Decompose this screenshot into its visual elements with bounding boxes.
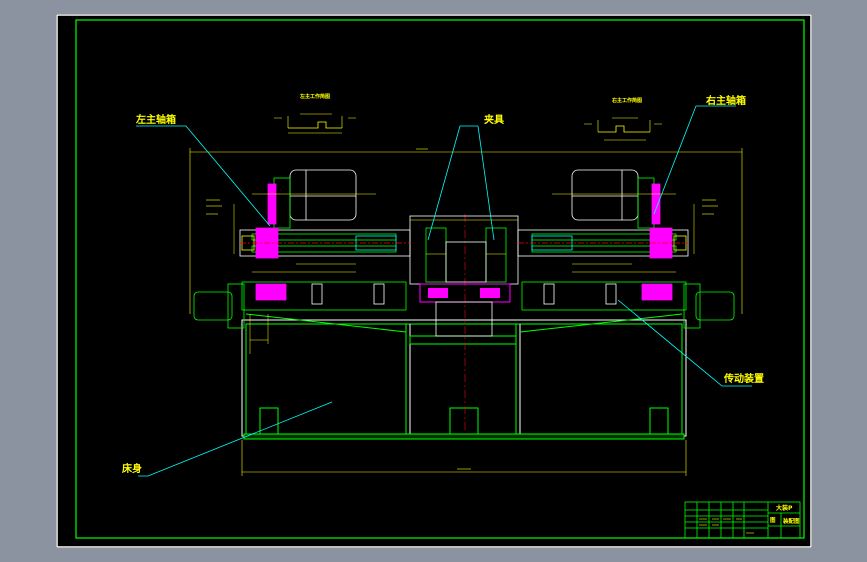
title-sheet-name: 装配图 <box>783 517 800 525</box>
title-drawing-name: 大装P <box>776 504 793 512</box>
sheet-outer-frame <box>56 14 812 548</box>
label-right-spindle-box: 右主轴箱 <box>705 94 746 107</box>
label-bed: 床身 <box>122 462 142 475</box>
top-detail-left-title: 左主工作简图 <box>299 93 330 100</box>
leader-lines <box>136 105 752 477</box>
sheet-border <box>75 19 805 539</box>
top-detail-right: 右主工作简图 <box>584 97 662 141</box>
machine-bed <box>241 313 687 476</box>
top-detail-right-title: 右主工作简图 <box>611 97 642 104</box>
label-fixture: 夹具 <box>484 113 504 126</box>
title-scale-mark: 图 <box>770 516 776 524</box>
top-detail-left: 左主工作简图 <box>274 93 356 134</box>
title-block-entries <box>699 518 754 534</box>
left-spindle-box <box>193 169 411 354</box>
side-annotations <box>206 199 718 215</box>
right-spindle-box <box>517 169 735 329</box>
label-left-spindle-box: 左主轴箱 <box>135 113 176 126</box>
title-block <box>684 501 801 539</box>
fixture-assembly <box>409 215 519 337</box>
assembly-drawing: 大装P 装配图 图 左主工作简图 <box>56 14 812 548</box>
drawing-canvas[interactable]: 大装P 装配图 图 左主工作简图 <box>56 14 812 548</box>
overall-width-dimension <box>189 148 743 314</box>
label-transmission: 传动装置 <box>723 372 764 385</box>
